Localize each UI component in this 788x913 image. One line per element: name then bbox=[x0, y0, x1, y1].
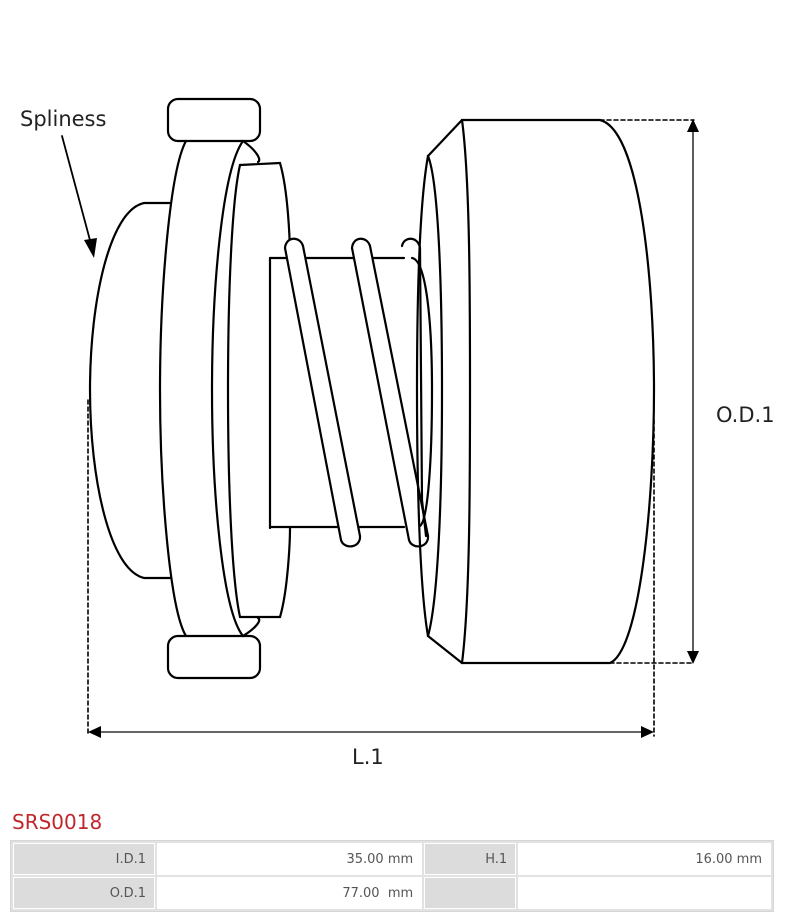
spec-value: 77.00 mm bbox=[157, 877, 423, 909]
specs-table: I.D.1 35.00 mm H.1 16.00 mm O.D.1 77.00 … bbox=[10, 840, 774, 912]
spec-key bbox=[424, 877, 517, 909]
product-code: SRS0018 bbox=[12, 810, 103, 834]
spec-key: H.1 bbox=[424, 843, 517, 875]
spring-coils bbox=[283, 237, 434, 548]
od-dimension bbox=[599, 119, 699, 664]
spec-key: I.D.1 bbox=[13, 843, 155, 875]
callout-arrow-icon bbox=[61, 135, 97, 258]
drum bbox=[415, 118, 656, 665]
spliness-label: Spliness bbox=[20, 107, 106, 131]
od-dimension-label: O.D.1 bbox=[716, 403, 775, 427]
length-dimension bbox=[87, 399, 655, 738]
table-row: O.D.1 77.00 mm bbox=[13, 877, 771, 909]
spec-key: O.D.1 bbox=[13, 877, 155, 909]
spec-value bbox=[518, 877, 771, 909]
spec-value: 16.00 mm bbox=[518, 843, 771, 875]
top-tab bbox=[166, 97, 262, 143]
spec-value: 35.00 mm bbox=[157, 843, 423, 875]
spline-hub bbox=[88, 201, 172, 580]
technical-drawing: Spliness bbox=[20, 97, 775, 769]
table-row: I.D.1 35.00 mm H.1 16.00 mm bbox=[13, 843, 771, 875]
bottom-tab bbox=[166, 634, 262, 680]
length-dimension-label: L.1 bbox=[352, 745, 384, 769]
flange-disks bbox=[158, 139, 292, 638]
